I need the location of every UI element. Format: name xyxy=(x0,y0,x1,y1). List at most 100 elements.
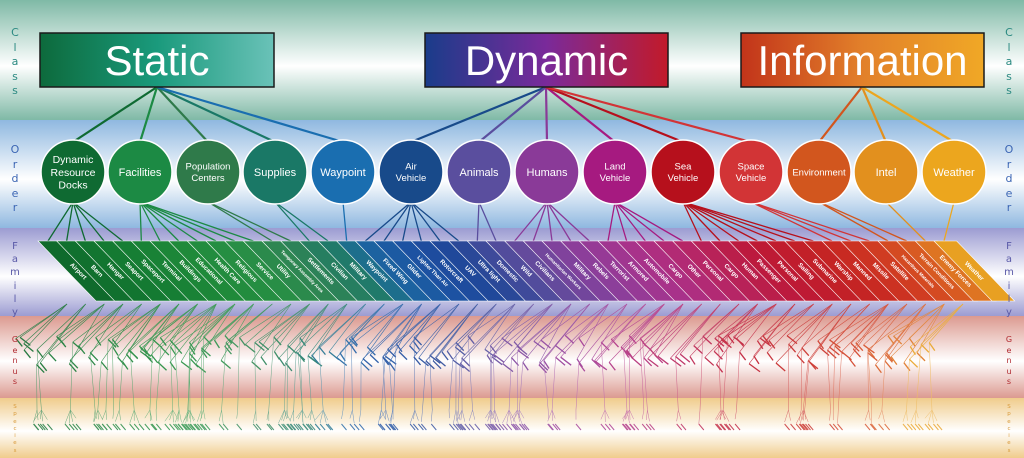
genus-label-mark xyxy=(174,345,183,355)
genus-label-mark xyxy=(623,349,630,358)
order-family-link xyxy=(139,201,142,242)
family-node[interactable]: Missile xyxy=(839,240,923,302)
genus-link xyxy=(295,303,348,353)
genus-link xyxy=(203,303,236,337)
genus-link xyxy=(670,303,721,359)
species-label-mark xyxy=(155,423,162,431)
genus-link xyxy=(23,303,68,344)
species-branch xyxy=(93,409,96,422)
genus-label-mark xyxy=(600,341,610,351)
species-branch xyxy=(101,409,107,421)
genus-link xyxy=(157,303,198,363)
species-label-mark xyxy=(869,423,876,431)
species-branch xyxy=(468,409,473,421)
genus-label-mark xyxy=(311,354,319,364)
species-label-mark xyxy=(120,423,126,431)
class-box[interactable]: Information xyxy=(740,32,985,88)
order-node[interactable]: Supplies xyxy=(242,139,308,205)
order-node[interactable]: Facilities xyxy=(107,139,173,205)
genus-link xyxy=(909,303,945,339)
species-link xyxy=(675,356,679,411)
species-branch xyxy=(414,409,419,421)
genus-label-mark xyxy=(203,336,212,346)
species-label-mark xyxy=(800,423,806,431)
species-branch xyxy=(506,409,510,424)
genus-label-mark xyxy=(260,356,268,366)
species-label-mark xyxy=(884,423,891,431)
species-label-mark xyxy=(98,423,104,431)
genus-label-mark xyxy=(413,336,423,346)
order-family-link xyxy=(476,201,480,242)
genus-link xyxy=(387,303,441,350)
species-branch xyxy=(33,409,38,423)
species-branch xyxy=(149,409,153,421)
genus-label-mark xyxy=(68,363,77,373)
order-family-link xyxy=(402,201,412,242)
species-label-mark xyxy=(266,423,273,431)
species-label-mark xyxy=(902,423,909,431)
species-branch xyxy=(221,409,224,424)
species-branch xyxy=(796,409,804,424)
order-family-link xyxy=(682,201,758,242)
order-circle xyxy=(107,139,173,205)
species-label-mark xyxy=(114,423,121,431)
species-branch xyxy=(629,409,634,420)
species-branch xyxy=(311,409,316,423)
species-branch xyxy=(298,409,303,420)
genus-link xyxy=(23,303,68,351)
species-label-mark xyxy=(409,423,416,431)
species-label-mark xyxy=(622,423,629,431)
order-label: Land xyxy=(604,162,625,173)
genus-link xyxy=(555,303,609,358)
order-node[interactable]: Environment xyxy=(786,139,852,205)
species-label-mark xyxy=(910,423,917,431)
species-link xyxy=(155,347,162,411)
order-family-link xyxy=(614,201,665,242)
species-label-mark xyxy=(190,423,196,431)
species-label-mark xyxy=(802,423,809,431)
side-label-letter: c xyxy=(13,425,17,432)
family-node[interactable]: Barn xyxy=(55,240,139,302)
genus-link xyxy=(328,303,366,352)
order-family-link xyxy=(72,201,86,242)
genus-link xyxy=(760,303,796,339)
side-label-letter: O xyxy=(10,143,20,156)
order-node[interactable]: Humans xyxy=(514,139,580,205)
class-box[interactable]: Dynamic xyxy=(424,32,669,88)
class-box[interactable]: Static xyxy=(39,32,275,88)
species-branch xyxy=(178,409,182,423)
genus-label-mark xyxy=(513,341,523,351)
species-label-mark xyxy=(349,423,356,431)
genus-label-mark xyxy=(429,354,441,364)
species-label-mark xyxy=(236,423,243,431)
species-link xyxy=(915,344,922,411)
order-circle xyxy=(582,139,648,205)
genus-label-mark xyxy=(395,343,403,353)
species-branch xyxy=(144,409,151,419)
order-node[interactable]: Intel xyxy=(853,139,919,205)
genus-label-mark xyxy=(502,363,514,373)
genus-link xyxy=(560,303,609,358)
genus-label-mark xyxy=(501,337,513,347)
species-branch xyxy=(94,409,97,419)
genus-link xyxy=(626,303,665,351)
species-branch xyxy=(784,409,789,423)
species-label-mark xyxy=(388,423,395,431)
order-node[interactable]: Animals xyxy=(446,139,512,205)
order-node[interactable]: Waypoint xyxy=(310,139,376,205)
species-branch xyxy=(931,409,938,422)
species-branch xyxy=(461,409,466,422)
species-label-mark xyxy=(138,423,145,431)
order-family-link xyxy=(410,201,460,242)
order-node[interactable]: Weather xyxy=(921,139,987,205)
genus-link xyxy=(623,303,665,350)
species-branch xyxy=(457,409,463,420)
